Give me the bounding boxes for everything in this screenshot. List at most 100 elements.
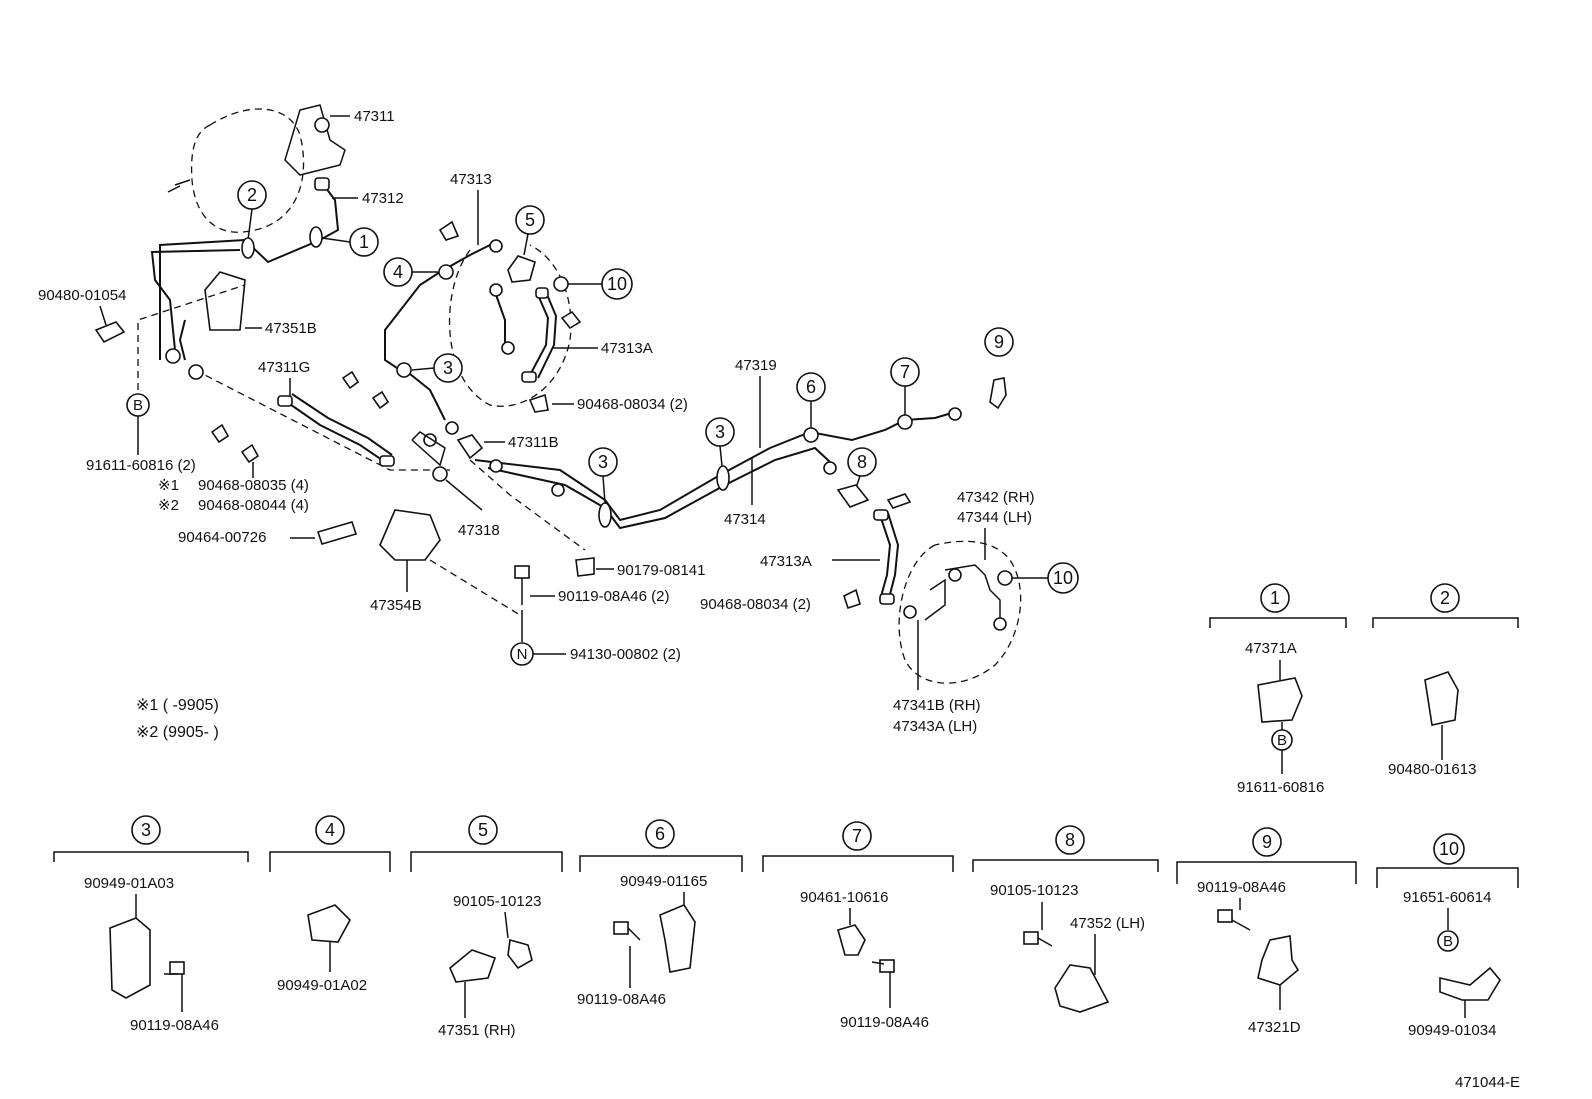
part-47314: 47314 (724, 458, 766, 528)
n-marker: N 94130-00802 (2) (510, 610, 681, 666)
svg-text:N: N (517, 646, 528, 663)
svg-text:47313A: 47313A (760, 553, 812, 570)
part-47351B: 47351B (204, 271, 317, 337)
svg-text:7: 7 (900, 362, 910, 382)
svg-text:9: 9 (994, 332, 1004, 352)
part-47319: 47319 (735, 357, 777, 448)
svg-text:7: 7 (852, 826, 862, 846)
svg-text:10: 10 (607, 274, 627, 294)
callout-10-mid: 10 (997, 562, 1079, 594)
svg-text:5: 5 (525, 210, 535, 230)
svg-text:47312: 47312 (362, 190, 404, 207)
brake-pipes-front (150, 182, 340, 361)
svg-text:47313A: 47313A (601, 340, 653, 357)
svg-text:90468-08035 (4): 90468-08035 (4) (198, 477, 309, 494)
svg-text:3: 3 (598, 452, 608, 472)
clips-left (210, 370, 390, 478)
svg-text:90179-08141: 90179-08141 (617, 562, 705, 579)
svg-text:47344 (LH): 47344 (LH) (957, 509, 1032, 526)
svg-text:47351 (RH): 47351 (RH) (438, 1022, 516, 1039)
svg-text:90468-08034 (2): 90468-08034 (2) (577, 396, 688, 413)
detail-4: 4 90949-01A02 (269, 815, 391, 994)
svg-text:※2 (9905- ): ※2 (9905- ) (136, 724, 219, 741)
part-47342: 47342 (RH) 47344 (LH) (957, 489, 1035, 560)
svg-text:90464-00726: 90464-00726 (178, 529, 266, 546)
callout-4-top: 4 (383, 257, 454, 287)
svg-text:90105-10123: 90105-10123 (453, 893, 541, 910)
svg-text:47352 (LH): 47352 (LH) (1070, 915, 1145, 932)
svg-text:47342 (RH): 47342 (RH) (957, 489, 1035, 506)
svg-text:B: B (1277, 732, 1287, 749)
svg-text:90480-01613: 90480-01613 (1388, 761, 1476, 778)
part-47341B: 47341B (RH) 47343A (LH) (893, 620, 981, 735)
svg-text:※1 ( -9905): ※1 ( -9905) (136, 697, 219, 714)
callout-3-mid-a: 3 (588, 447, 618, 504)
svg-text:47341B (RH): 47341B (RH) (893, 697, 981, 714)
b-marker-left: B (126, 393, 150, 455)
part-90468-08034-top: 90468-08034 (2) (528, 393, 688, 413)
rear-caliper-area (873, 509, 1022, 684)
part-90480-01054: 90480-01054 (38, 287, 126, 344)
detail-6: 6 90949-01165 90119-08A46 (577, 819, 743, 1008)
part-47312: 47312 (314, 177, 404, 207)
svg-text:4: 4 (325, 820, 335, 840)
svg-text:91611-60816 (2): 91611-60816 (2) (86, 457, 196, 474)
callout-3-mid-b: 3 (705, 417, 735, 467)
svg-text:8: 8 (857, 452, 867, 472)
svg-text:90119-08A46 (2): 90119-08A46 (2) (558, 588, 669, 605)
part-90464-00726: 90464-00726 (178, 521, 358, 546)
svg-text:47343A (LH): 47343A (LH) (893, 718, 977, 735)
svg-text:90119-08A46: 90119-08A46 (577, 991, 666, 1008)
callout-5-top: 5 (507, 205, 545, 283)
svg-text:91651-60614: 91651-60614 (1403, 889, 1491, 906)
detail-1: 1 47371A B 91611-60816 (1209, 583, 1347, 796)
svg-text:47319: 47319 (735, 357, 777, 374)
part-47354B: 47354B (370, 509, 441, 614)
part-47311: 47311 (314, 108, 395, 133)
callout-3-top: 3 (396, 353, 463, 383)
diagram-code: 471044-E (1455, 1074, 1520, 1091)
svg-text:90119-08A46: 90119-08A46 (840, 1014, 929, 1031)
callout-1-top: 1 (309, 226, 379, 257)
svg-text:3: 3 (715, 422, 725, 442)
svg-text:9: 9 (1262, 832, 1272, 852)
svg-text:10: 10 (1053, 568, 1073, 588)
part-47318: 47318 (432, 466, 500, 539)
svg-text:90949-01A03: 90949-01A03 (84, 875, 174, 892)
svg-text:90468-08044 (4): 90468-08044 (4) (198, 497, 309, 514)
detail-7: 7 90461-10616 90119-08A46 (762, 821, 954, 1031)
svg-text:3: 3 (141, 820, 151, 840)
callout-6: 6 (796, 372, 826, 443)
svg-text:90119-08A46: 90119-08A46 (130, 1017, 219, 1034)
master-cylinder (167, 104, 346, 233)
svg-text:90119-08A46: 90119-08A46 (1197, 879, 1286, 896)
svg-text:10: 10 (1439, 839, 1459, 859)
part-47311G: 47311G (258, 359, 395, 467)
callout-8: 8 (836, 447, 912, 509)
callout-10-top: 10 (553, 268, 633, 300)
svg-text:6: 6 (806, 377, 816, 397)
detail-3: 3 90949-01A03 90119-08A46 (53, 815, 249, 1034)
svg-text:47371A: 47371A (1245, 640, 1297, 657)
svg-text:47354B: 47354B (370, 597, 422, 614)
svg-text:47311: 47311 (354, 108, 395, 125)
svg-text:90949-01165: 90949-01165 (620, 873, 707, 890)
svg-text:90105-10123: 90105-10123 (990, 882, 1078, 899)
svg-text:※2: ※2 (158, 497, 179, 514)
svg-text:2: 2 (1440, 588, 1450, 608)
svg-text:90480-01054: 90480-01054 (38, 287, 126, 304)
svg-text:47311G: 47311G (258, 359, 310, 376)
callout-2-top: 2 (237, 180, 267, 259)
svg-text:5: 5 (478, 820, 488, 840)
svg-text:2: 2 (247, 185, 257, 205)
svg-text:47313: 47313 (450, 171, 492, 188)
svg-text:1: 1 (1270, 588, 1280, 608)
detail-10: 10 91651-60614 B 90949-01034 (1376, 833, 1519, 1039)
part-90119-08A46-center: 90119-08A46 (2) (514, 565, 669, 605)
svg-text:B: B (133, 397, 143, 414)
part-47313A-mid: 47313A (760, 553, 880, 570)
part-47313A-top: 47313A (489, 283, 653, 383)
detail-2: 2 90480-01613 (1372, 583, 1519, 778)
svg-text:1: 1 (359, 232, 369, 252)
svg-text:47314: 47314 (724, 511, 766, 528)
